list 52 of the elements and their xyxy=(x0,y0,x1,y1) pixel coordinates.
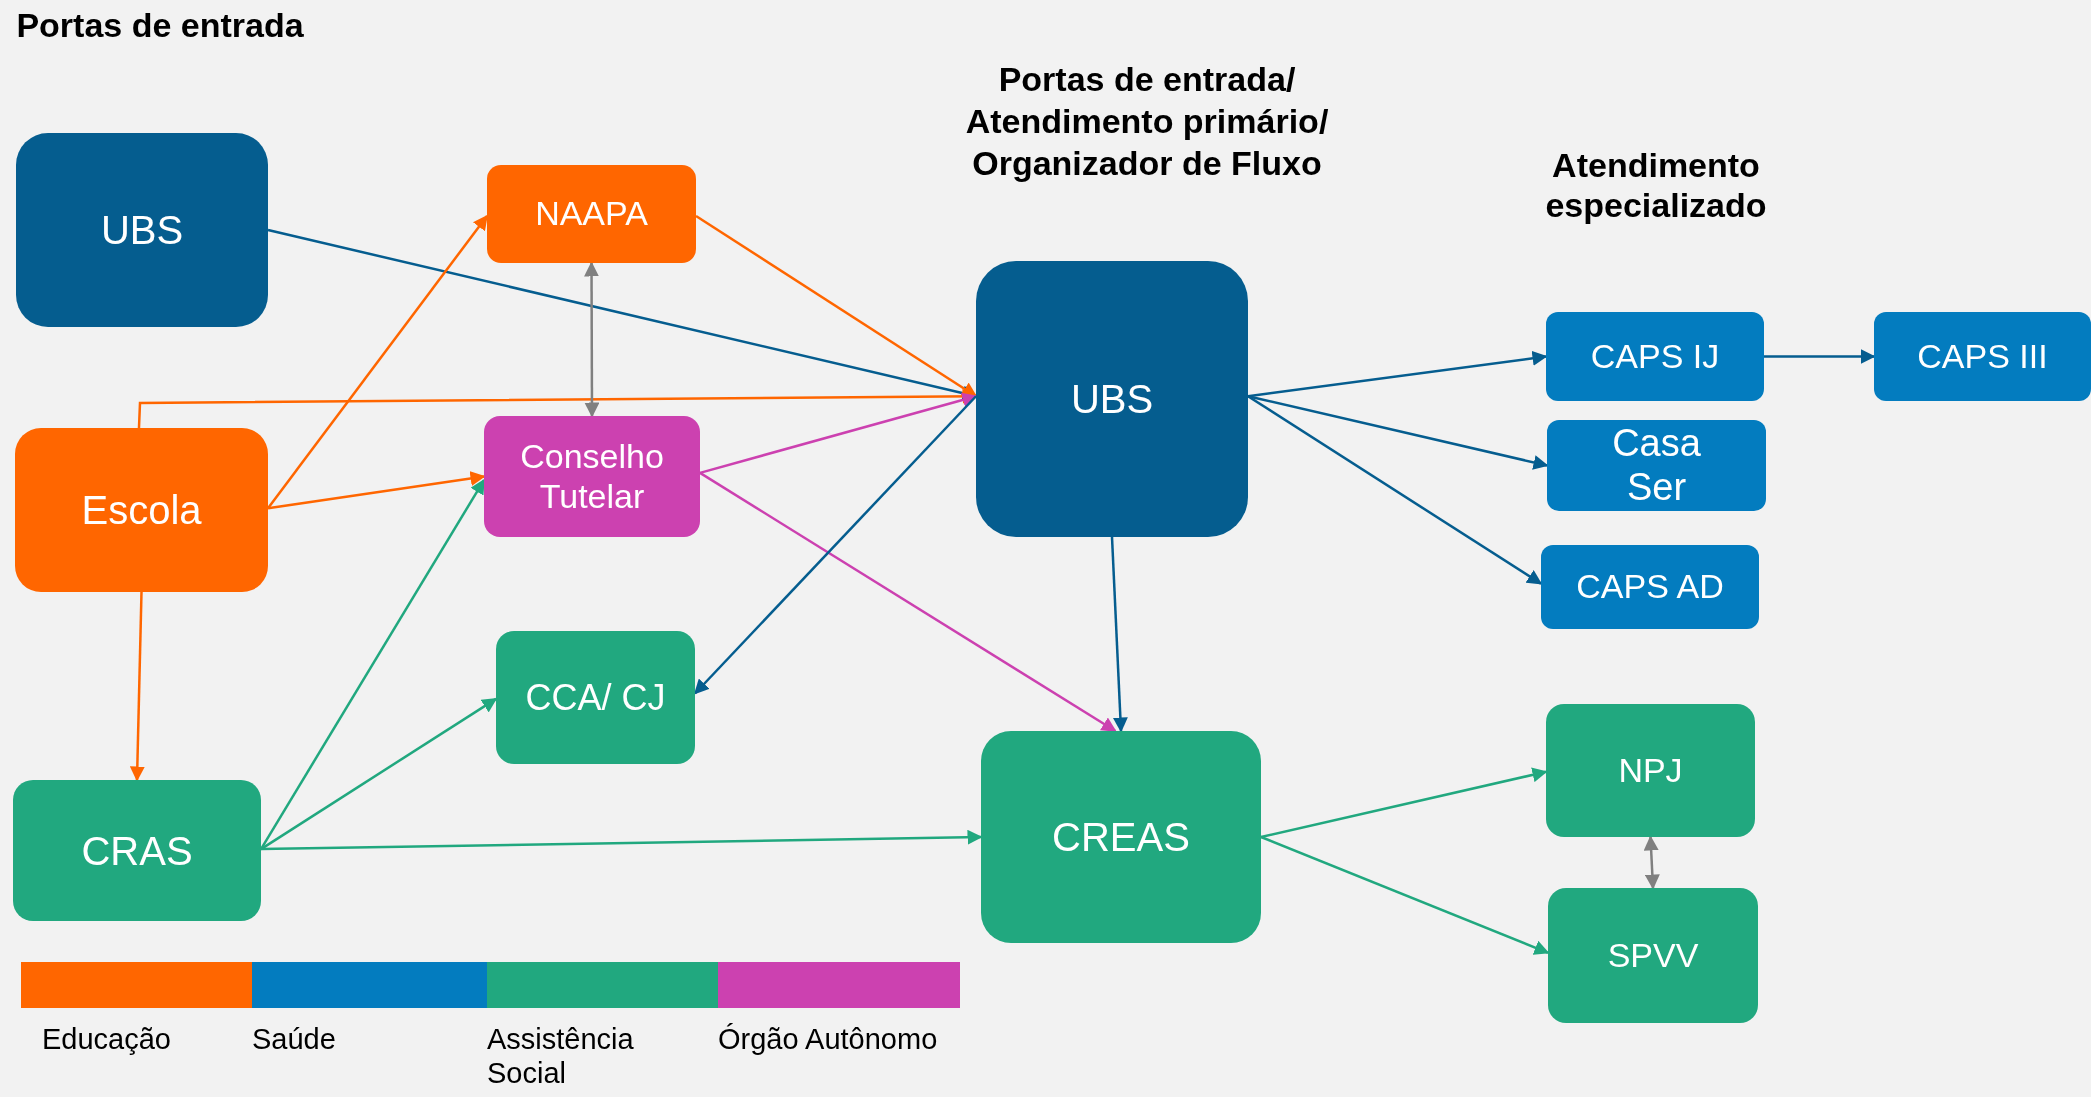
node-label: Escola xyxy=(81,487,202,533)
arrow xyxy=(129,591,145,782)
arrow xyxy=(260,829,983,851)
node-label: NAAPA xyxy=(535,194,648,234)
column-heading: Atendimento especializado xyxy=(1544,145,1768,225)
arrow xyxy=(259,478,486,850)
process-box xyxy=(496,631,695,764)
arrow xyxy=(693,395,977,695)
node-label: CREAS xyxy=(1052,814,1190,860)
arrow xyxy=(260,697,498,851)
node-label: CCA/ CJ xyxy=(525,676,666,719)
node-label: Casa Ser xyxy=(1611,421,1702,510)
arrow xyxy=(1643,835,1660,890)
column-heading: Portas de entrada xyxy=(15,5,305,45)
process-box xyxy=(981,731,1261,943)
arrow xyxy=(1247,350,1548,398)
process-box xyxy=(1546,312,1764,401)
process-box xyxy=(1548,888,1758,1023)
node-label: SPVV xyxy=(1607,935,1699,976)
legend-label: Saúde xyxy=(252,1022,337,1056)
process-box xyxy=(1541,545,1759,629)
process-box xyxy=(484,416,700,537)
node-label: Conselho Tutelar xyxy=(519,437,665,516)
legend-label: Assistência Social xyxy=(487,1022,635,1090)
process-box xyxy=(15,428,268,592)
process-box xyxy=(976,261,1248,537)
node-label: UBS xyxy=(1070,376,1154,422)
process-box xyxy=(487,165,696,263)
arrow xyxy=(695,214,978,398)
arrow xyxy=(1260,835,1550,955)
arrow xyxy=(1260,767,1548,839)
arrow xyxy=(267,471,486,510)
node-label: CRAS xyxy=(81,827,193,874)
arrow xyxy=(1110,536,1128,733)
process-box xyxy=(13,780,261,921)
node-label: CAPS AD xyxy=(1576,567,1724,607)
process-box xyxy=(1874,312,2091,401)
process-box xyxy=(1547,420,1766,511)
arrow xyxy=(267,214,488,510)
arrow xyxy=(584,261,600,418)
arrow xyxy=(699,471,1117,733)
process-box xyxy=(16,133,268,327)
process-box xyxy=(1546,704,1755,837)
node-label: CAPS III xyxy=(1917,336,2048,377)
node-label: UBS xyxy=(100,207,184,253)
node-label: CAPS IJ xyxy=(1590,336,1720,377)
arrow xyxy=(1764,349,1876,364)
arrow xyxy=(699,392,978,475)
legend-label: Órgão Autônomo xyxy=(718,1022,938,1056)
arrow xyxy=(1247,395,1543,585)
column-heading: Portas de entrada/ Atendimento primário/ Organizador de Fluxo xyxy=(964,59,1330,184)
node-label: NPJ xyxy=(1618,750,1683,791)
